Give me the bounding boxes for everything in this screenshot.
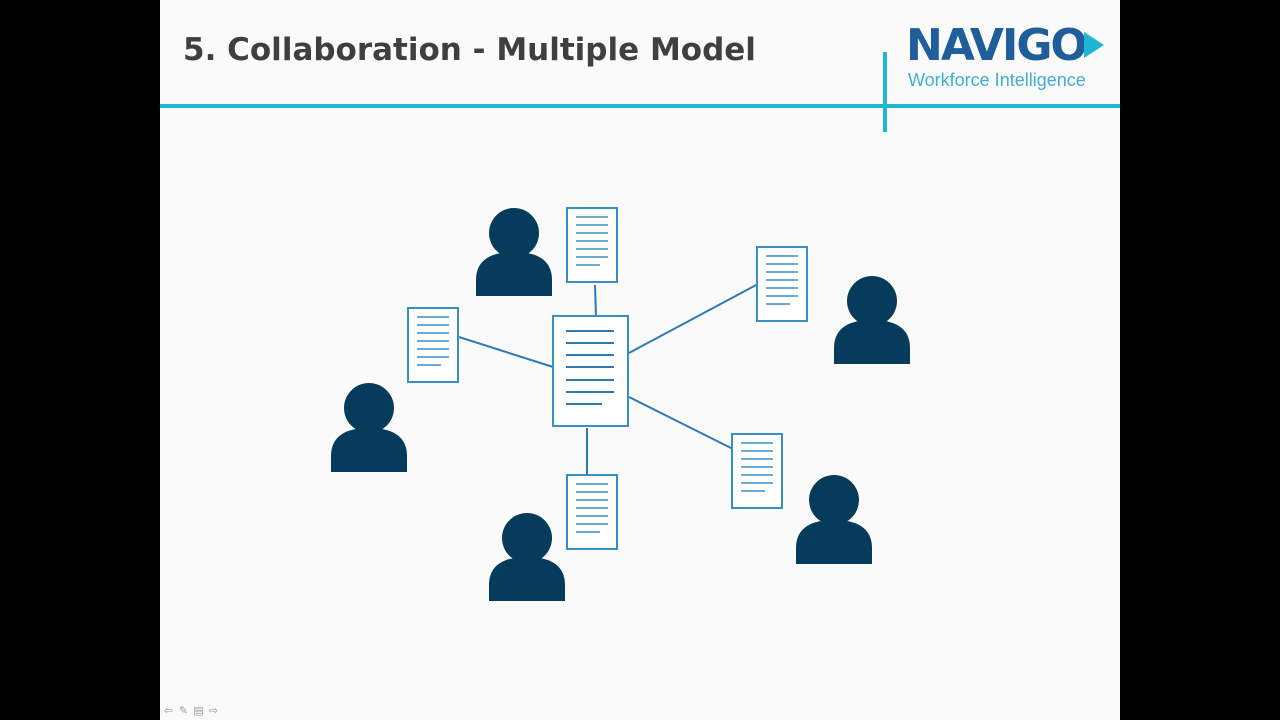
slide-nav-controls: ⇦ ✎ ▤ ⇨ (162, 704, 220, 718)
previous-icon[interactable]: ⇦ (163, 704, 174, 717)
logo-wordmark: NAVIGO (906, 20, 1088, 71)
menu-icon[interactable]: ▤ (193, 704, 204, 717)
user-icon (331, 383, 407, 472)
user-icon (476, 208, 552, 296)
user-icon (489, 513, 565, 601)
logo-tagline: Workforce Intelligence (908, 70, 1086, 90)
document-icon (566, 474, 618, 550)
user-icon (796, 475, 872, 564)
slide-title: 5. Collaboration - Multiple Model (183, 32, 756, 68)
user-icon (834, 276, 910, 364)
connector-line (458, 336, 554, 368)
document-icon (731, 433, 783, 509)
document-icon (407, 307, 459, 383)
pen-icon[interactable]: ✎ (178, 704, 189, 717)
logo-arrow-icon (1084, 32, 1104, 58)
connector-line (628, 396, 734, 450)
document-icon (566, 207, 618, 283)
central-document-icon (552, 315, 629, 427)
connector-line (628, 283, 759, 354)
next-icon[interactable]: ⇨ (208, 704, 219, 717)
header-vertical-rule (883, 52, 887, 132)
navigo-logo: NAVIGO Workforce Intelligence (906, 22, 1110, 96)
document-icon (756, 246, 808, 322)
collaboration-diagram (331, 207, 910, 601)
slide: 5. Collaboration - Multiple Model NAVIGO… (160, 0, 1120, 720)
header-rule (160, 104, 1120, 108)
connector-line (594, 284, 597, 317)
